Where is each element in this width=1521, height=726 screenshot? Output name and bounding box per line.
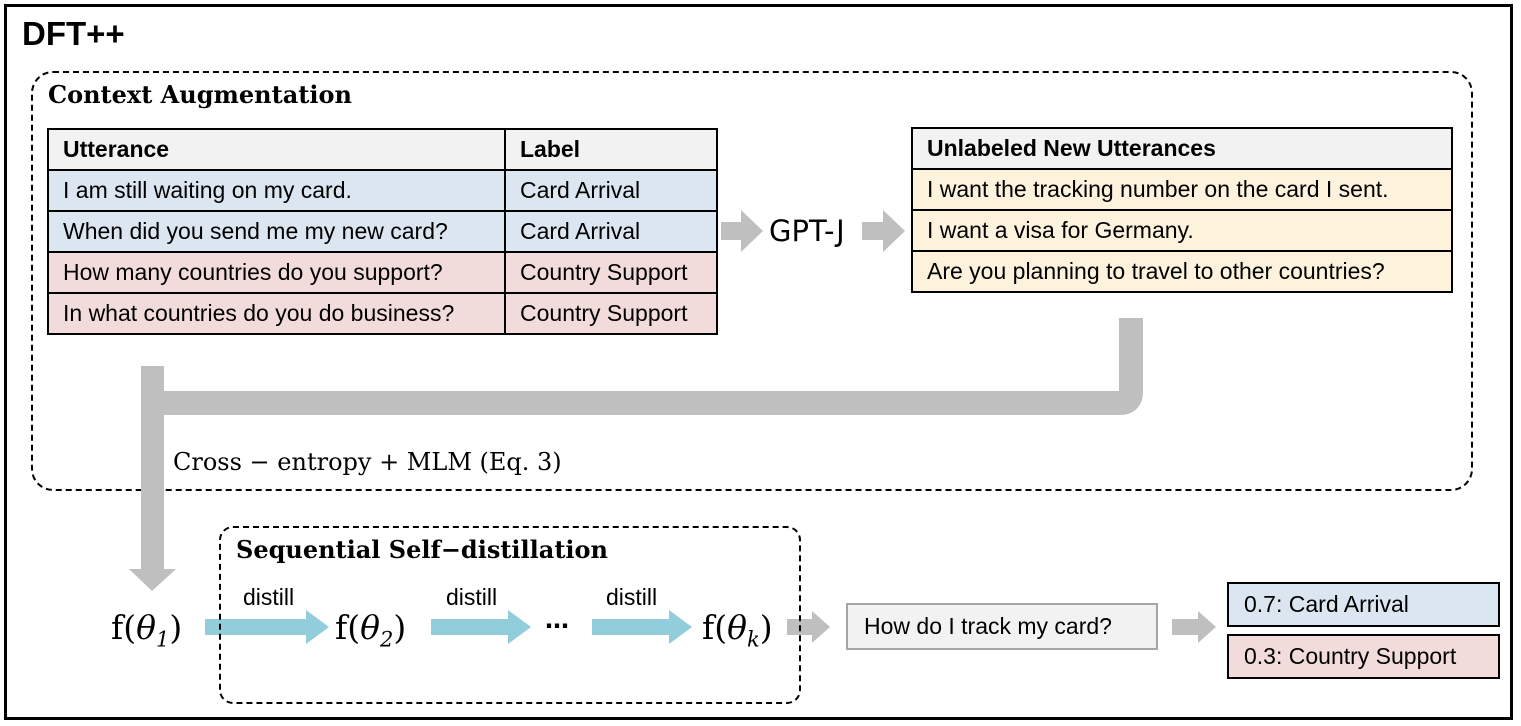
- gptj-generator-label: GPT-J: [769, 214, 845, 248]
- self-distillation-title: Sequential Self−distillation: [236, 535, 608, 564]
- model-theta-2: f(θ2): [335, 608, 406, 660]
- utterance-cell: When did you send me my new card?: [47, 210, 506, 253]
- main-flow-shaft: [141, 366, 164, 571]
- ellipsis: …: [545, 606, 569, 634]
- model-theta-1: f(θ1): [111, 608, 182, 660]
- label-column-header: Label: [504, 128, 718, 171]
- model-close-paren: ): [759, 608, 773, 647]
- model-function: f(: [111, 608, 137, 647]
- context-augmentation-box: [31, 71, 1473, 491]
- distill-arrow-3: [592, 610, 692, 644]
- model-close-paren: ): [393, 608, 407, 647]
- table-row: In what countries do you do business? Co…: [47, 292, 718, 335]
- table-row: I am still waiting on my card. Card Arri…: [47, 169, 718, 212]
- self-distillation-box: [219, 526, 801, 704]
- distill-label-1: distill: [243, 584, 295, 610]
- to-prediction-arrow: [1172, 611, 1216, 643]
- model-function: f(: [335, 608, 361, 647]
- prediction-card-arrival: 0.7: Card Arrival: [1227, 582, 1500, 627]
- label-cell: Country Support: [504, 251, 718, 294]
- loss-formula: Cross − entropy + MLM (Eq. 3): [173, 448, 562, 476]
- prediction-country-support: 0.3: Country Support: [1227, 634, 1500, 679]
- new-utterance-cell: I want the tracking number on the card I…: [911, 168, 1453, 211]
- new-utterance-cell: Are you planning to travel to other coun…: [911, 250, 1453, 293]
- unlabeled-column-header: Unlabeled New Utterances: [911, 127, 1453, 170]
- from-gptj-arrow: [862, 210, 905, 252]
- utterance-cell: How many countries do you support?: [47, 251, 506, 294]
- table-row: When did you send me my new card? Card A…: [47, 210, 718, 253]
- table-row: I want a visa for Germany.: [911, 209, 1453, 252]
- model-subscript: 2: [379, 627, 394, 652]
- model-theta-k: f(θk): [702, 608, 773, 660]
- table-row: Are you planning to travel to other coun…: [911, 250, 1453, 293]
- label-cell: Country Support: [504, 292, 718, 335]
- theta-symbol: θ: [136, 608, 156, 647]
- label-cell: Card Arrival: [504, 210, 718, 253]
- distill-label-2: distill: [446, 584, 498, 610]
- new-utterance-cell: I want a visa for Germany.: [911, 209, 1453, 252]
- to-gptj-arrow: [721, 210, 763, 252]
- model-subscript: k: [746, 627, 760, 652]
- table-header-row: Unlabeled New Utterances: [911, 127, 1453, 170]
- query-utterance-box: How do I track my card?: [846, 603, 1158, 650]
- model-subscript: 1: [155, 627, 170, 652]
- table-header-row: Utterance Label: [47, 128, 718, 171]
- to-query-arrow: [787, 611, 830, 643]
- theta-symbol: θ: [360, 608, 380, 647]
- labeled-utterance-table: Utterance Label I am still waiting on my…: [47, 128, 718, 335]
- context-augmentation-title: Context Augmentation: [48, 80, 352, 109]
- utterance-cell: I am still waiting on my card.: [47, 169, 506, 212]
- model-function: f(: [702, 608, 728, 647]
- utterance-cell: In what countries do you do business?: [47, 292, 506, 335]
- table-row: How many countries do you support? Count…: [47, 251, 718, 294]
- main-flow-arrowhead: [129, 569, 176, 591]
- table-row: I want the tracking number on the card I…: [911, 168, 1453, 211]
- utterance-column-header: Utterance: [47, 128, 506, 171]
- model-close-paren: ): [169, 608, 183, 647]
- distill-arrow-2: [431, 610, 531, 644]
- unlabeled-utterance-table: Unlabeled New Utterances I want the trac…: [911, 127, 1453, 293]
- merge-connector: [152, 318, 1143, 415]
- theta-symbol: θ: [727, 608, 747, 647]
- distill-arrow-1: [205, 610, 329, 644]
- figure-title: DFT++: [22, 15, 125, 52]
- distill-label-3: distill: [606, 584, 658, 610]
- label-cell: Card Arrival: [504, 169, 718, 212]
